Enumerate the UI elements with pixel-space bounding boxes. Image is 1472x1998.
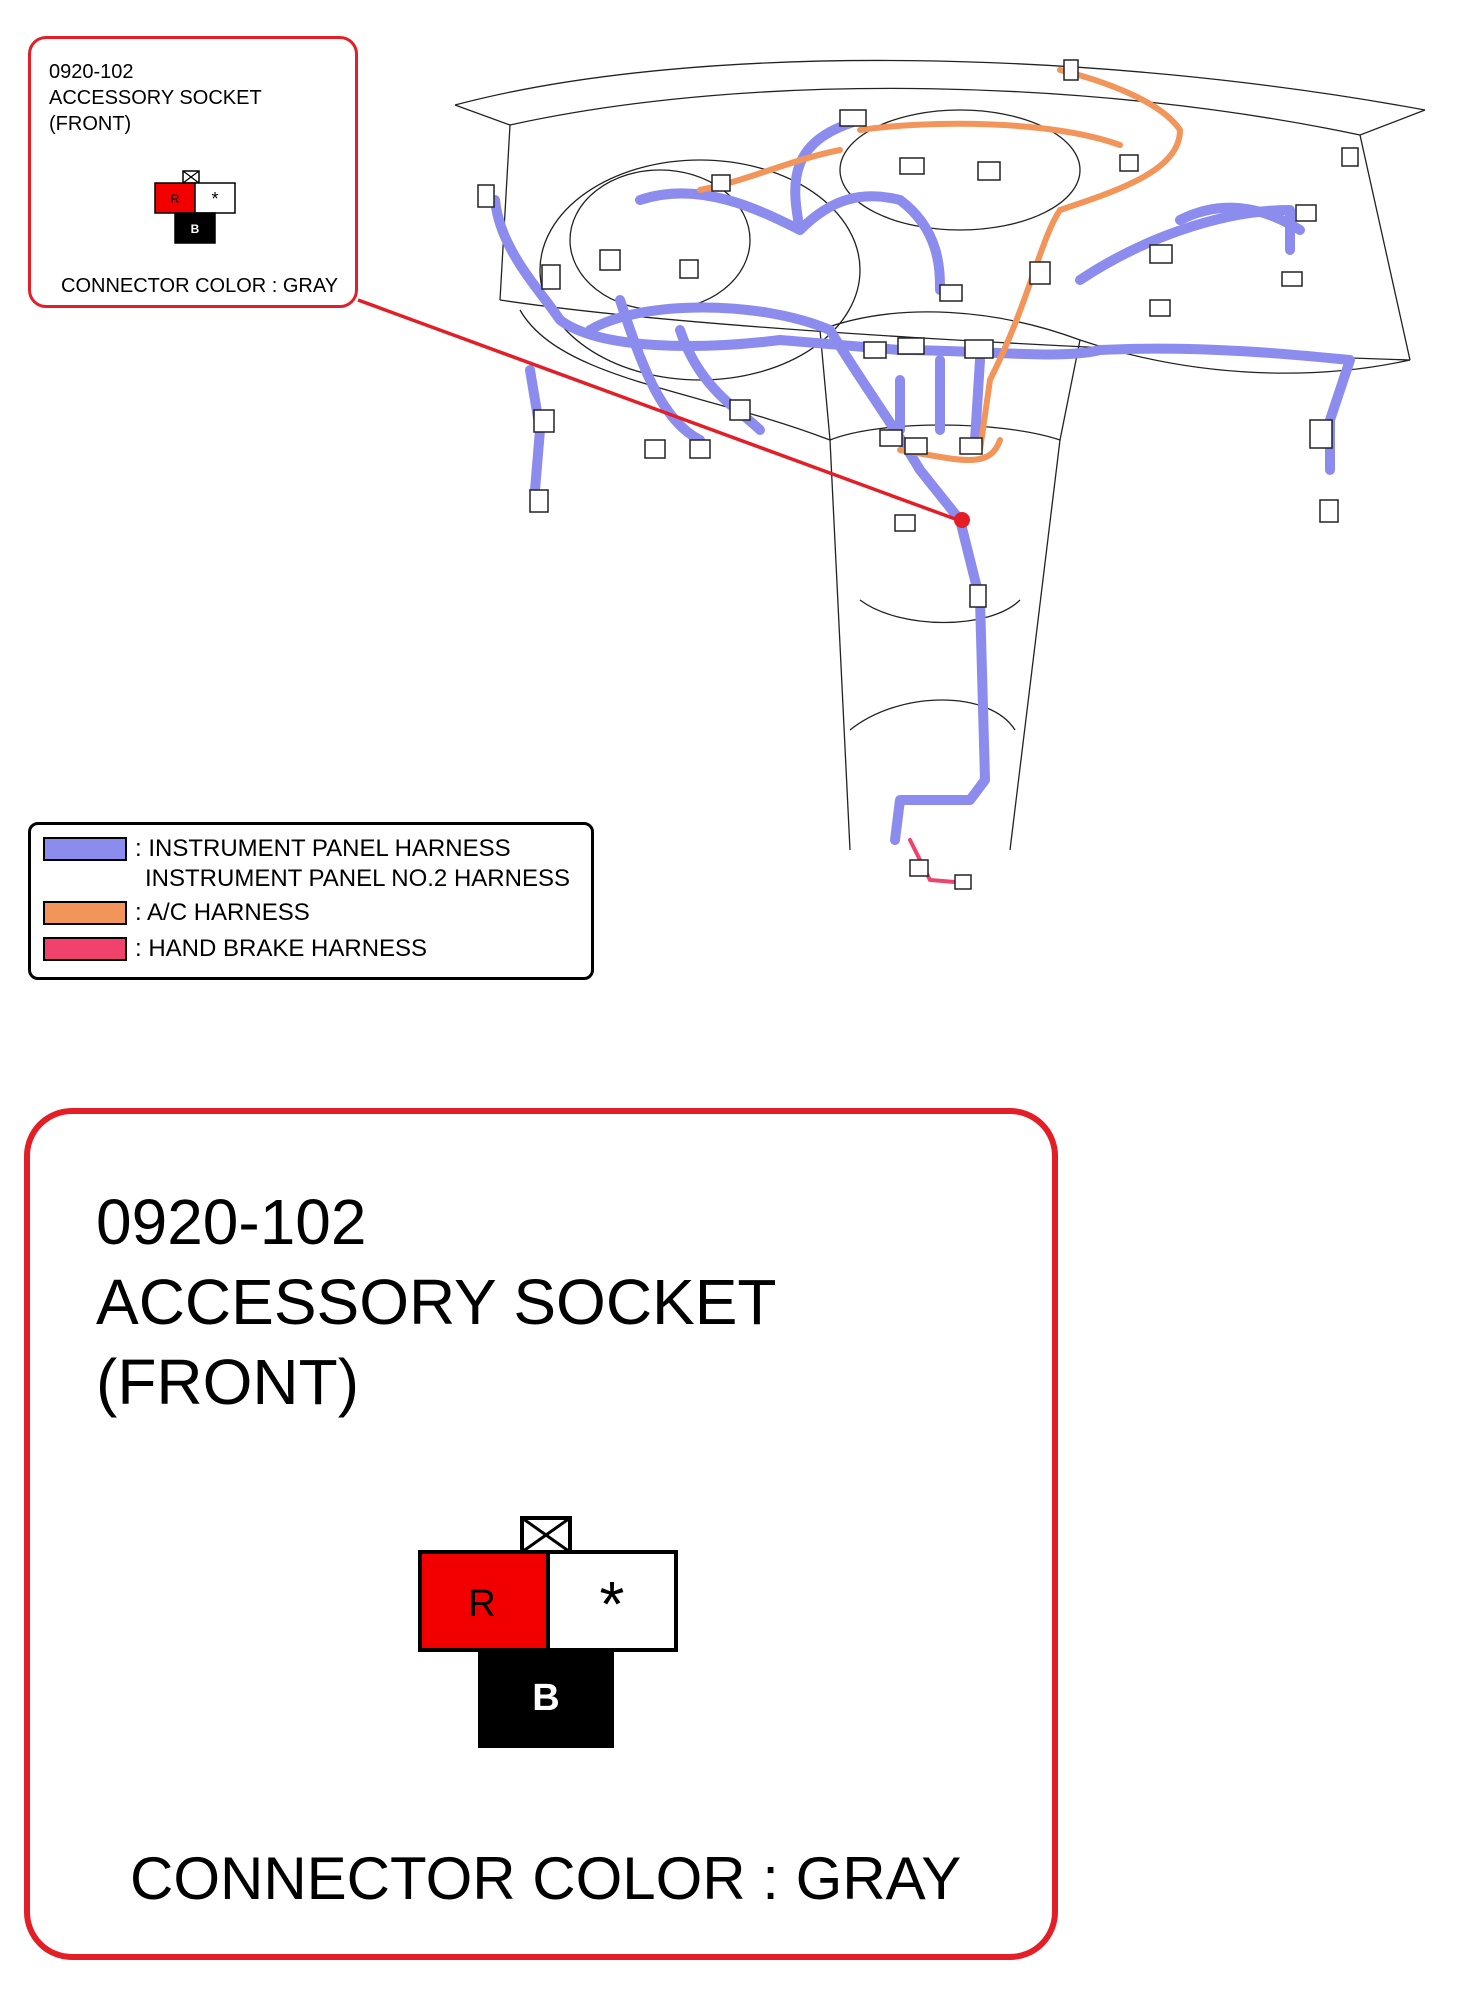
- legend-item-instrument-panel-2: INSTRUMENT PANEL NO.2 HARNESS: [145, 865, 570, 893]
- legend-item-instrument-panel: : INSTRUMENT PANEL HARNESS: [43, 835, 511, 863]
- dashboard-harness-diagram: [357, 59, 1426, 890]
- pin-right: [546, 1550, 678, 1652]
- connector-color: CONNECTOR COLOR : GRAY: [130, 1845, 962, 1912]
- pin-bottom-label: B: [532, 1677, 559, 1719]
- small-connector-name-2: (FRONT): [49, 113, 132, 135]
- callout-leader-line: [357, 298, 959, 522]
- connector-name-2: (FRONT): [96, 1346, 360, 1418]
- legend-label: : HAND BRAKE HARNESS: [135, 935, 428, 962]
- small-connector-code: 0920-102: [49, 61, 134, 83]
- connector-callout-small: 0920-102 ACCESSORY SOCKET (FRONT) R * B …: [28, 36, 358, 308]
- legend-swatch-orange: [43, 901, 127, 925]
- legend-swatch-pink: [43, 937, 127, 961]
- connector-callout-large: 0920-102 ACCESSORY SOCKET (FRONT) R * B …: [24, 1108, 1058, 1960]
- small-connector-name: ACCESSORY SOCKET: [49, 87, 262, 109]
- pin-left-label: R: [468, 1583, 495, 1625]
- small-pin-left-label: R: [171, 192, 180, 206]
- small-pin-bottom: [174, 212, 216, 244]
- pin-bottom: [478, 1648, 614, 1748]
- connector-code: 0920-102: [96, 1186, 367, 1258]
- legend-item-hand-brake: : HAND BRAKE HARNESS: [43, 935, 427, 963]
- legend-label: : A/C HARNESS: [135, 899, 310, 926]
- pin-right-label: *: [600, 1568, 625, 1640]
- small-pin-right: [194, 182, 236, 214]
- small-pin-right-label: *: [211, 189, 218, 209]
- legend-item-ac: : A/C HARNESS: [43, 899, 310, 927]
- small-connector-color: CONNECTOR COLOR : GRAY: [61, 275, 339, 297]
- harness-legend: : INSTRUMENT PANEL HARNESS INSTRUMENT PA…: [28, 822, 594, 980]
- legend-label: : INSTRUMENT PANEL HARNESS: [135, 835, 511, 862]
- connector-face: R * B: [418, 1516, 678, 1748]
- small-pin-bottom-label: B: [191, 222, 200, 236]
- legend-label: INSTRUMENT PANEL NO.2 HARNESS: [145, 865, 570, 892]
- connector-name: ACCESSORY SOCKET: [96, 1266, 777, 1338]
- legend-swatch-blue: [43, 837, 127, 861]
- accessory-socket-marker: [954, 512, 970, 528]
- small-connector-face: R * B: [154, 170, 236, 244]
- pin-left: [418, 1550, 550, 1652]
